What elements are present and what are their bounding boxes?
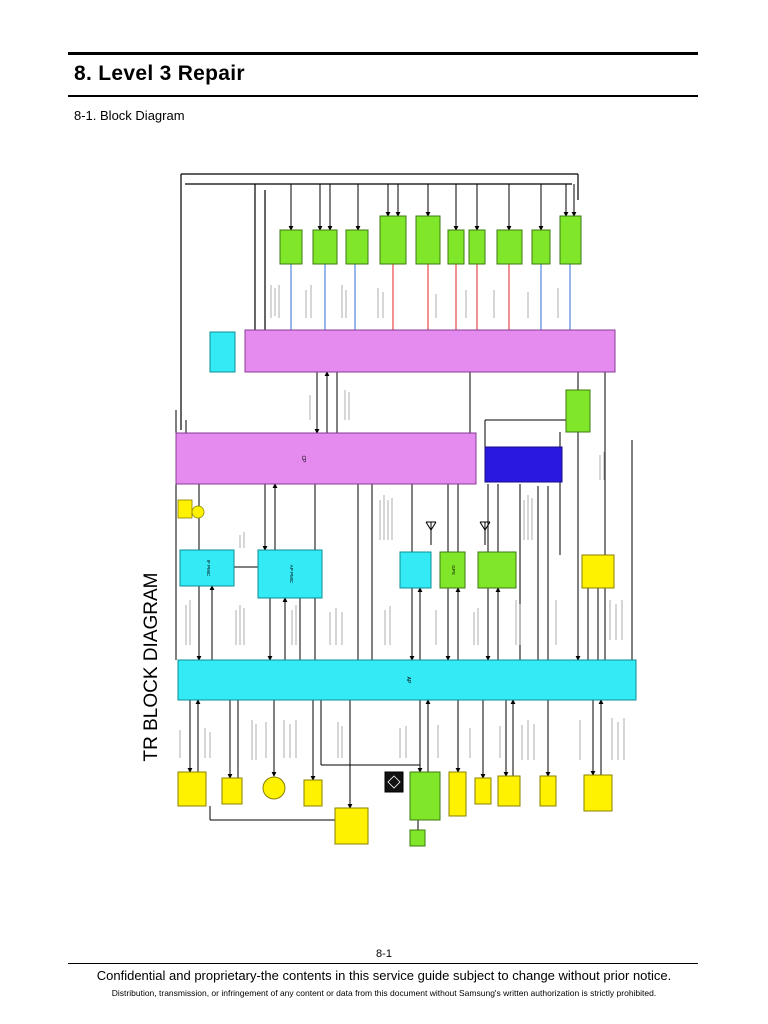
- bottom-block-6: [448, 771, 467, 817]
- module-fem: [496, 229, 523, 265]
- header-rule-top: [68, 52, 698, 55]
- section-title: 8. Level 3 Repair: [74, 62, 245, 85]
- ap-block: AP: [177, 659, 637, 701]
- ap-pmic-block: AP PMIC: [257, 549, 323, 599]
- footer-confidential-notice: Confidential and proprietary-the content…: [96, 968, 672, 983]
- module-band: [379, 215, 407, 265]
- small-yellow-block: [177, 499, 205, 519]
- bottom-nfc-block: [409, 771, 441, 821]
- bottom-hdmi-block: [384, 771, 404, 793]
- header-rule-bottom: [68, 95, 698, 97]
- bottom-block-10: [583, 774, 613, 812]
- module-sub-ant1: [447, 229, 465, 265]
- bottom-block-3: [262, 776, 286, 800]
- cp-label: CP: [300, 456, 306, 464]
- bottom-bus-lines: [187, 699, 604, 830]
- if-pmic-label: IF PMIC: [206, 560, 211, 577]
- bottom-block-8: [497, 775, 521, 807]
- module-lte: [345, 229, 369, 265]
- footer-distribution-notice: Distribution, transmission, or infringem…: [111, 988, 657, 998]
- sensor-block: [581, 554, 615, 589]
- module-feed-lines: [288, 184, 577, 231]
- diagram-title: TR BLOCK DIAGRAM: [141, 573, 162, 762]
- antenna-icons: [425, 521, 491, 545]
- transceiver-block: [244, 329, 616, 373]
- footer-rule: [68, 963, 698, 964]
- bottom-block-4: [303, 779, 323, 807]
- audio-codec-block: [484, 446, 563, 483]
- module-main-ant2: [559, 215, 582, 265]
- rf-lines: [290, 264, 571, 330]
- module-main-ant1: [531, 229, 551, 265]
- if-pmic-block: IF PMIC: [179, 549, 235, 587]
- sub-prx-block: [565, 389, 591, 433]
- gps-label: GPS: [451, 565, 456, 575]
- module-sub-ant2: [468, 229, 486, 265]
- ap-pmic-label: AP PMIC: [289, 565, 294, 584]
- top-bus-lines: [180, 173, 579, 430]
- bottom-ccta-block: [177, 771, 207, 807]
- sim-sd-block: [399, 551, 432, 589]
- module-lte-band: [415, 215, 441, 265]
- subsection-title: 8-1. Block Diagram: [74, 108, 185, 123]
- bt-wifi-block: [477, 551, 517, 589]
- ap-label: AP: [405, 677, 411, 684]
- page-number: 8-1: [376, 948, 392, 960]
- bottom-block-2: [221, 777, 243, 805]
- cp-block: CP: [175, 432, 477, 485]
- bottom-usb-block: [409, 829, 426, 847]
- gps-block: GPS: [439, 551, 466, 589]
- tcxo-block: [209, 331, 236, 373]
- bottom-block-9: [539, 775, 557, 807]
- module-sub-mb-pam: [279, 229, 303, 265]
- bottom-block-5: [334, 807, 369, 845]
- module-main-pam: [312, 229, 338, 265]
- bottom-block-7: [474, 777, 492, 805]
